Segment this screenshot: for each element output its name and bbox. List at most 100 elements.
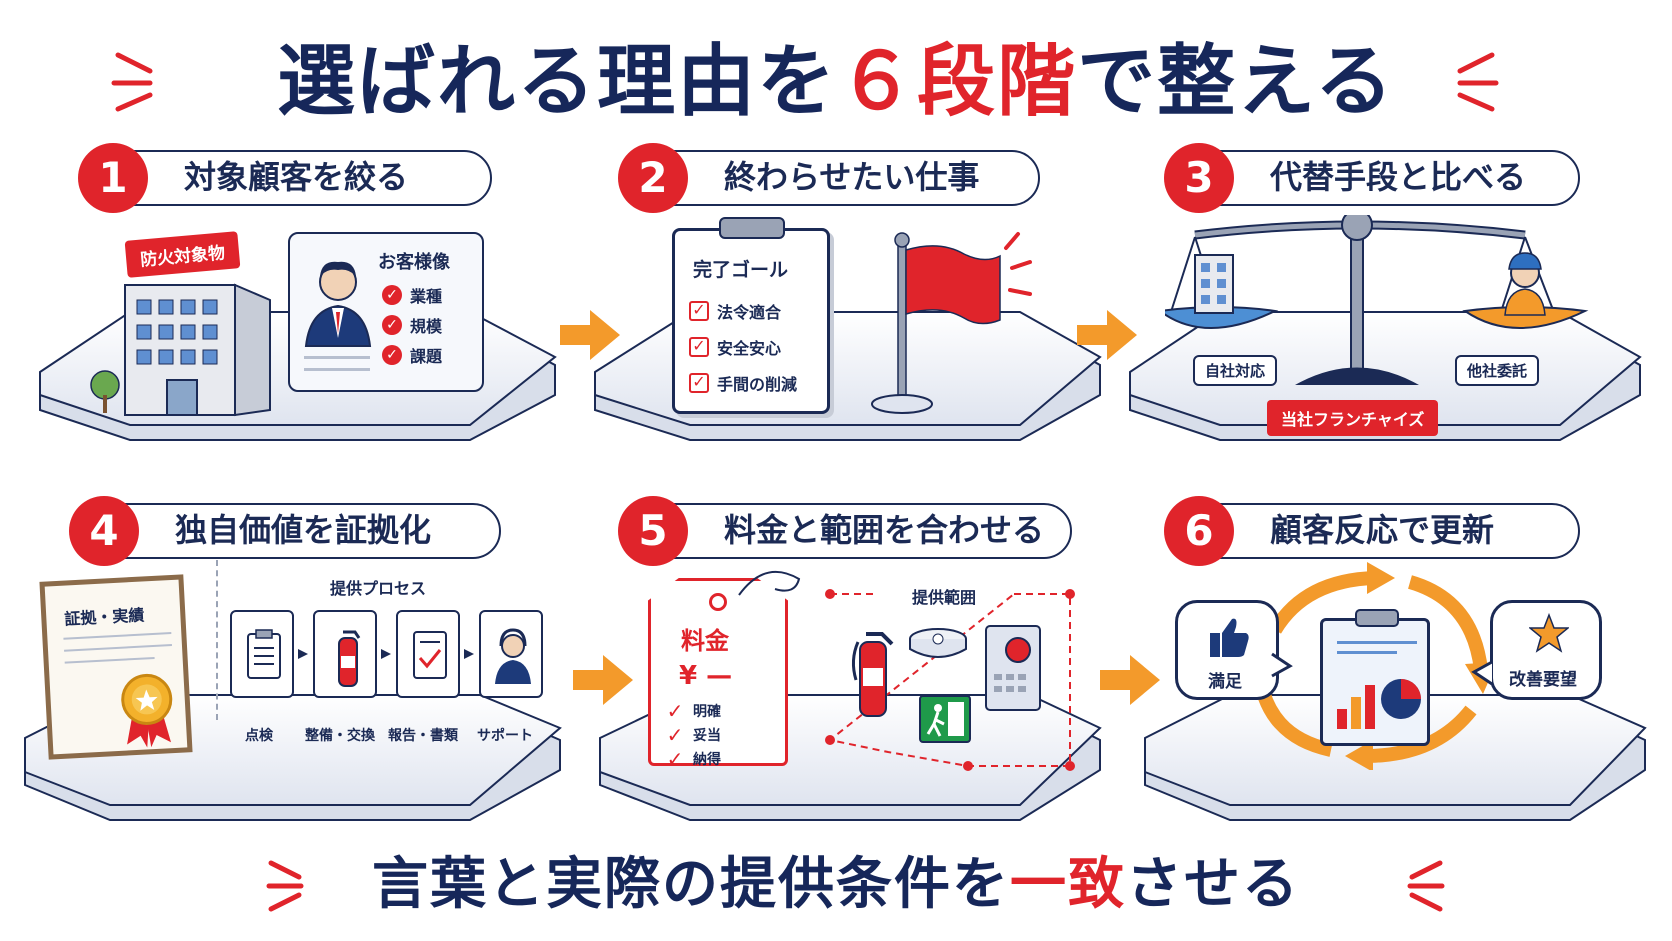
page-title: 選ばれる理由を６段階で整える xyxy=(0,22,1672,142)
check-item: ✓妥当 xyxy=(665,723,721,747)
title-burst-left xyxy=(111,52,153,112)
step-6-number: 6 xyxy=(1164,496,1234,566)
text-line xyxy=(1337,641,1417,644)
step-5-label: 料金と範囲を合わせる xyxy=(632,503,1072,559)
clipboard-clip xyxy=(719,217,785,239)
check-icon: ✓ xyxy=(382,315,402,335)
process-arrow-icon xyxy=(464,649,474,659)
footer-burst-left xyxy=(266,860,304,912)
star-icon xyxy=(1529,613,1569,653)
check-item: ✓業種 xyxy=(382,280,442,310)
platform-3 xyxy=(1129,311,1642,441)
arrow-5-6 xyxy=(1100,655,1160,705)
step-1-label: 対象顧客を絞る xyxy=(92,150,492,206)
outsource-label: 他社委託 xyxy=(1455,355,1540,386)
check-icon: ✓ xyxy=(666,747,684,771)
arrow-4-5 xyxy=(573,655,633,705)
check-item: ✓課題 xyxy=(382,340,442,370)
checkbox-icon: ✓ xyxy=(689,301,709,321)
page-footer-message: 言葉と実際の提供条件を一致させる xyxy=(0,845,1672,925)
step-4-number: 4 xyxy=(69,496,139,566)
customer-card-title: お客様像 xyxy=(378,252,450,273)
arrow-2-3 xyxy=(1077,310,1137,360)
balance-scale-icon xyxy=(1165,215,1589,385)
fire-extinguisher-icon xyxy=(338,630,361,687)
support-agent-icon xyxy=(495,628,531,684)
check-icon: ✓ xyxy=(382,285,402,305)
price-tag: 料金 ¥ — ✓ 明確 ✓妥当 ✓ 納得 xyxy=(648,578,788,766)
emergency-exit-sign-icon xyxy=(919,695,971,743)
red-flag-icon xyxy=(871,232,1032,414)
clipboard-icon xyxy=(247,629,281,679)
scope-frame xyxy=(825,589,1075,771)
franchise-label: 当社フランチャイズ xyxy=(1267,400,1439,436)
step-3-label: 代替手段と比べる xyxy=(1178,150,1580,206)
goal-checklist: ✓法令適合 ✓安全安心 ✓手間の削減 xyxy=(689,293,797,401)
check-label: 手間の削減 xyxy=(717,375,798,394)
process-step-inspection xyxy=(230,610,294,698)
check-item: ✓ 手間の削減 xyxy=(689,365,797,401)
fire-extinguisher-icon xyxy=(851,632,894,717)
process-step-maintenance xyxy=(313,610,377,698)
step-6-label: 顧客反応で更新 xyxy=(1178,503,1580,559)
check-icon: ✓ xyxy=(666,699,684,723)
check-label: 明確 xyxy=(693,704,721,720)
bubble-tail-icon xyxy=(1271,652,1293,678)
certificate-title: 証拠・実績 xyxy=(63,605,145,629)
check-label: 納得 xyxy=(693,752,721,768)
process-step-support xyxy=(479,610,543,698)
process-label-report: 報告・書類 xyxy=(388,728,458,744)
check-label: 規模 xyxy=(410,317,443,336)
analytics-clipboard xyxy=(1320,609,1430,746)
improvement-label: 改善要望 xyxy=(1509,670,1577,690)
goal-clipboard: 完了ゴール ✓法令適合 ✓安全安心 ✓手間の削減 xyxy=(672,217,830,414)
text-line xyxy=(63,632,172,640)
check-item: ✓ 納得 xyxy=(665,747,721,771)
check-item: ✓安全安心 xyxy=(689,329,797,365)
bar-pie-chart-icon xyxy=(1337,679,1421,729)
award-seal-icon xyxy=(121,673,173,748)
checkbox-icon: ✓ xyxy=(689,373,709,393)
self-handle-label: 自社対応 xyxy=(1193,355,1278,386)
satisfied-bubble: 満足 xyxy=(1175,600,1279,700)
price-checklist: ✓ 明確 ✓妥当 ✓ 納得 xyxy=(665,699,721,771)
thumbs-up-icon xyxy=(1210,618,1249,657)
title-part1: 選ばれる理由を xyxy=(277,37,838,127)
footer-part1: 言葉と実際の提供条件を xyxy=(372,852,1010,917)
clipboard-clip xyxy=(1355,609,1399,627)
satisfied-label: 満足 xyxy=(1208,672,1242,692)
business-person-icon xyxy=(304,261,372,347)
vertical-divider xyxy=(216,560,218,720)
step-3-number: 3 xyxy=(1164,143,1234,213)
report-icon xyxy=(413,631,447,679)
process-step-report xyxy=(396,610,460,698)
process-label-inspection: 点検 xyxy=(245,728,273,744)
process-arrow-icon xyxy=(298,649,308,659)
process-label-support: サポート xyxy=(477,728,533,744)
process-label-maintenance: 整備・交換 xyxy=(305,728,375,744)
step-1-number: 1 xyxy=(78,143,148,213)
step-2-number: 2 xyxy=(618,143,688,213)
divider xyxy=(304,356,370,359)
title-highlight: ６段階 xyxy=(837,37,1078,127)
office-building-icon xyxy=(90,283,271,417)
clipboard-title: 完了ゴール xyxy=(693,259,789,281)
footer-part2: させる xyxy=(1126,852,1300,917)
check-label: 課題 xyxy=(410,347,443,366)
evidence-certificate: 証拠・実績 xyxy=(39,574,193,760)
customer-profile-card: お客様像 ✓業種 ✓規模 ✓課題 xyxy=(288,232,484,392)
check-item: ✓法令適合 xyxy=(689,293,797,329)
text-line xyxy=(64,644,172,652)
price-value: ¥ — xyxy=(679,661,733,691)
process-title: 提供プロセス xyxy=(330,579,427,598)
scope-title: 提供範囲 xyxy=(912,588,977,607)
check-item: ✓ 明確 xyxy=(665,699,721,723)
title-part2: で整える xyxy=(1077,37,1395,127)
tag-hole xyxy=(709,593,727,611)
tag-string-icon xyxy=(738,570,801,596)
check-label: 安全安心 xyxy=(717,339,782,358)
price-tag-title: 料金 xyxy=(681,627,729,655)
bubble-tail-icon xyxy=(1471,660,1493,686)
check-item: ✓ 規模 xyxy=(382,310,442,340)
